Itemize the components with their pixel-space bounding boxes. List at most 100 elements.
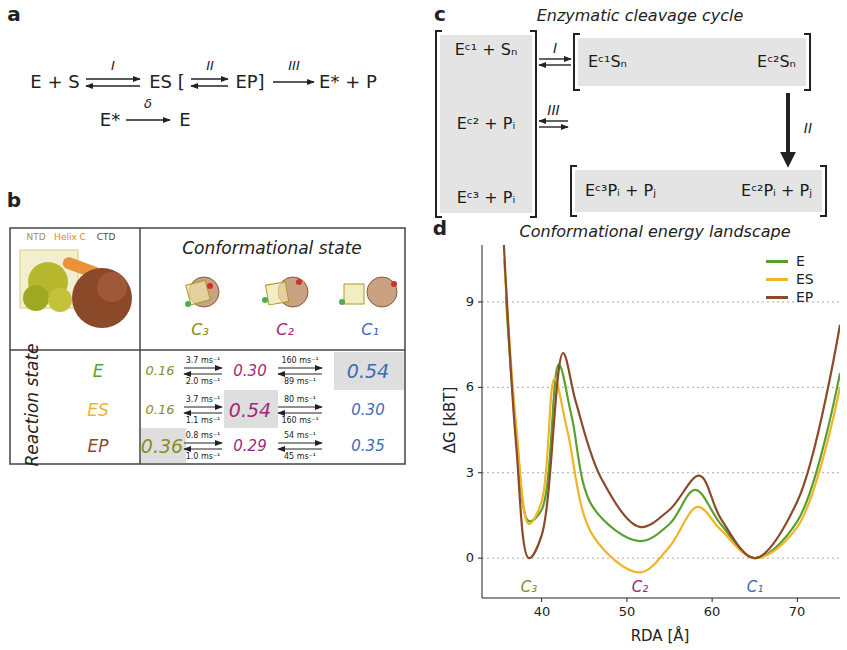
label-text: 70 <box>789 605 806 619</box>
label-text: NTD <box>26 233 45 243</box>
legend-text: EP <box>796 289 813 305</box>
line-shape <box>86 85 140 86</box>
label-text: 0.16 <box>146 364 175 378</box>
path-shape <box>539 64 571 65</box>
node-text: Eᶜ¹ + Sₙ <box>455 41 518 59</box>
label-text: ES <box>87 401 109 420</box>
rect-shape <box>334 352 404 390</box>
label-text: 160 ms⁻¹ <box>281 417 318 426</box>
circle-shape <box>262 297 268 303</box>
line-shape <box>482 387 840 388</box>
state-box: Eᶜ¹Sₙ Eᶜ²Sₙ <box>578 38 806 86</box>
label-text: c <box>434 3 446 25</box>
line-shape <box>184 413 222 414</box>
line-shape <box>278 374 322 375</box>
label-text: E + S <box>30 72 79 92</box>
legend-row: E <box>766 252 814 270</box>
label-text: d <box>433 217 447 239</box>
rect-shape <box>141 428 186 463</box>
label-text: 0.36 <box>141 436 183 457</box>
line-shape <box>184 449 222 450</box>
label-text: C₂ <box>276 321 294 339</box>
edge-label: I <box>553 40 557 56</box>
node-text: Eᶜ²Pᵢ + Pⱼ <box>741 182 812 200</box>
node-text: Eᶜ²Sₙ <box>757 53 796 71</box>
label-text: I <box>111 59 115 73</box>
label-text: 0.30 <box>351 402 384 419</box>
label-text: 9 <box>466 295 474 309</box>
label-text: CTD <box>97 233 116 243</box>
line-shape <box>478 558 482 559</box>
label-text: 89 ms⁻¹ <box>284 378 316 387</box>
legend-text: ES <box>796 271 814 287</box>
node-text: Eᶜ¹Sₙ <box>588 53 627 71</box>
edge-label: II <box>804 120 812 136</box>
rect-shape <box>266 282 289 305</box>
label-text: 0.29 <box>233 438 266 455</box>
line-shape <box>482 245 483 598</box>
path-shape <box>539 126 568 127</box>
line-shape <box>278 407 322 408</box>
label-text: 1.0 ms⁻¹ <box>186 453 221 462</box>
label-text: 0.54 <box>347 361 389 382</box>
line-shape <box>126 119 170 120</box>
label-text: ΔG [kBT] <box>442 387 459 454</box>
node-text: Eᶜ³Pᵢ + Pⱼ <box>585 182 656 200</box>
label-text: 0.35 <box>351 438 384 455</box>
label-text: δ <box>144 97 152 111</box>
line-shape <box>478 387 482 388</box>
g-shape <box>502 245 840 572</box>
circle-shape <box>391 281 397 287</box>
circle-shape <box>48 288 72 312</box>
g-shape <box>262 277 308 307</box>
line-shape <box>191 85 228 86</box>
label-text: 3 <box>466 466 474 480</box>
line-shape <box>86 78 140 79</box>
label-text: Conformational state <box>182 239 362 258</box>
label-text: b <box>7 189 21 211</box>
label-text: 40 <box>534 605 551 619</box>
label-text: 6 <box>466 380 474 394</box>
line-shape <box>482 472 840 473</box>
label-text: 80 ms⁻¹ <box>284 396 316 405</box>
legend-swatch <box>766 260 788 263</box>
line-shape <box>10 349 405 351</box>
state-box: Eᶜ³Pᵢ + Pⱼ Eᶜ²Pᵢ + Pⱼ <box>575 170 822 212</box>
rect-shape <box>224 390 278 428</box>
label-text: RDA [Å] <box>631 628 690 645</box>
line-shape <box>278 368 322 369</box>
label-text: 60 <box>704 605 721 619</box>
line-shape <box>797 598 798 602</box>
reaction-arrow <box>539 59 571 65</box>
line-shape <box>541 598 542 602</box>
node-text: Eᶜ³ + Pᵢ <box>457 189 516 207</box>
label-text: E* <box>100 110 120 130</box>
label-text: EP] <box>235 72 264 92</box>
legend-text: E <box>796 253 805 269</box>
label-text: 50 <box>619 605 636 619</box>
circle-shape <box>367 277 397 307</box>
reaction-arrow <box>539 121 568 127</box>
state-box: Eᶜ¹ + SₙEᶜ² + PᵢEᶜ³ + Pᵢ <box>440 35 532 213</box>
label-text: 45 ms⁻¹ <box>284 453 316 462</box>
label-text: Conformational energy landscape <box>519 223 790 241</box>
label-text: III <box>288 59 300 73</box>
label-text: 3.7 ms⁻¹ <box>186 357 221 366</box>
line-shape <box>278 443 322 444</box>
label-text: Enzymatic cleavage cycle <box>537 7 744 25</box>
g-shape <box>86 79 314 120</box>
g-shape <box>20 250 132 328</box>
legend-swatch <box>766 278 788 281</box>
label-text: 1.1 ms⁻¹ <box>186 417 221 426</box>
path-shape <box>502 245 840 558</box>
line-shape <box>139 228 141 464</box>
label-text: C₁ <box>361 321 379 339</box>
g-shape <box>436 31 826 217</box>
edge-label: III <box>547 102 559 118</box>
line-shape <box>273 81 314 82</box>
circle-shape <box>296 279 302 285</box>
line-shape <box>712 598 713 602</box>
label-text: II <box>206 59 214 73</box>
